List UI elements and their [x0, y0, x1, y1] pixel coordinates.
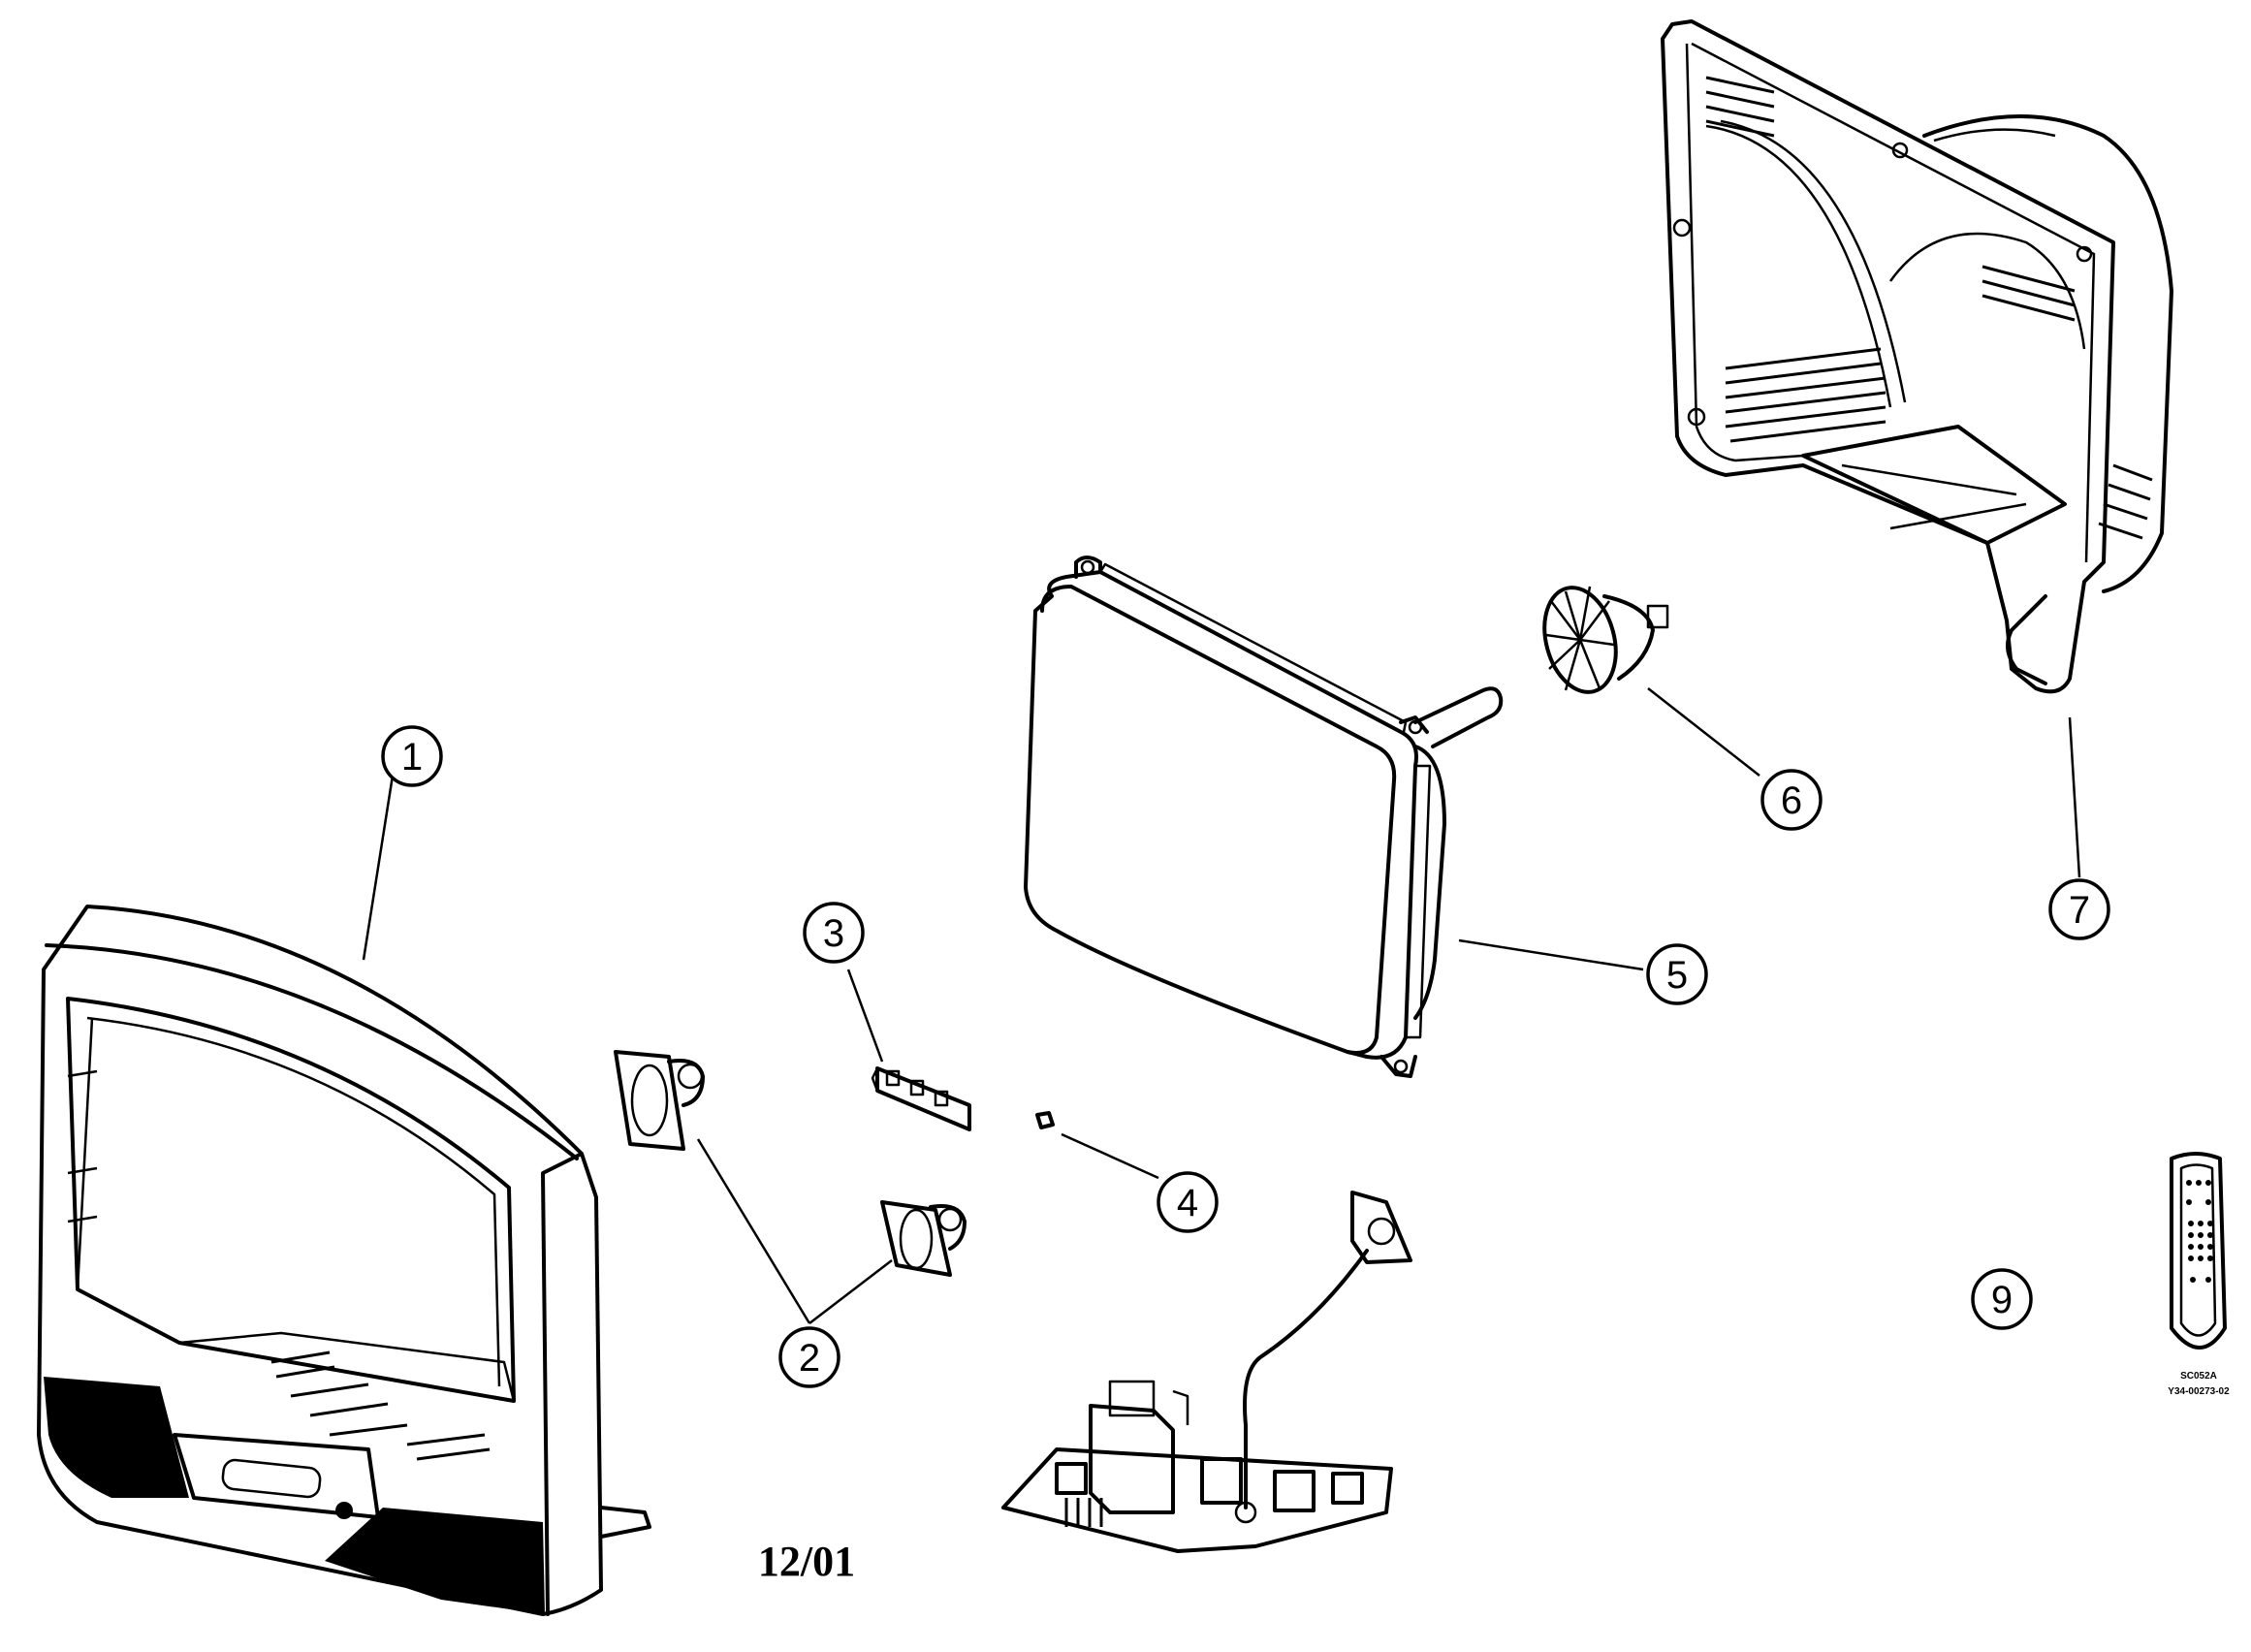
- callout-1: 1: [381, 725, 443, 787]
- callout-label: 1: [401, 736, 423, 778]
- rear-cabinet-part-7: [1661, 19, 2173, 694]
- front-cabinet-part-1: [37, 905, 651, 1616]
- remote-model-label: SC052A: [2180, 1371, 2217, 1382]
- callout-label: 9: [1991, 1279, 2013, 1321]
- callout-3: 3: [803, 902, 865, 964]
- callout-6: 6: [1760, 769, 1823, 831]
- leader-lines: [362, 687, 2081, 1324]
- callout-2: 2: [778, 1326, 840, 1388]
- callout-5: 5: [1646, 943, 1708, 1005]
- control-strip-part-3: [871, 1066, 971, 1131]
- callout-label: 3: [823, 912, 844, 955]
- callout-label: 5: [1666, 954, 1688, 997]
- callout-label: 4: [1177, 1182, 1198, 1224]
- callout-4: 4: [1157, 1171, 1219, 1233]
- callout-label: 2: [799, 1337, 820, 1380]
- knob-part-4: [1035, 1111, 1055, 1129]
- remote-part-number-label: Y34-00273-02: [2168, 1386, 2230, 1397]
- picture-tube-part-5: [1024, 556, 1504, 1078]
- callout-label: 6: [1781, 779, 1802, 822]
- speaker-lower-part-2: [880, 1200, 967, 1277]
- callout-label: 7: [2069, 889, 2090, 932]
- remote-control-part-9: SC052A Y34-00273-02: [2168, 1152, 2230, 1397]
- speaker-upper-part-2: [614, 1050, 705, 1151]
- main-circuit-board: [1001, 1191, 1412, 1553]
- callout-9: 9: [1971, 1268, 2033, 1330]
- callout-7: 7: [2048, 878, 2110, 940]
- deflection-yoke-part-6: [1542, 586, 1669, 694]
- date-code: 12/01: [758, 1538, 855, 1585]
